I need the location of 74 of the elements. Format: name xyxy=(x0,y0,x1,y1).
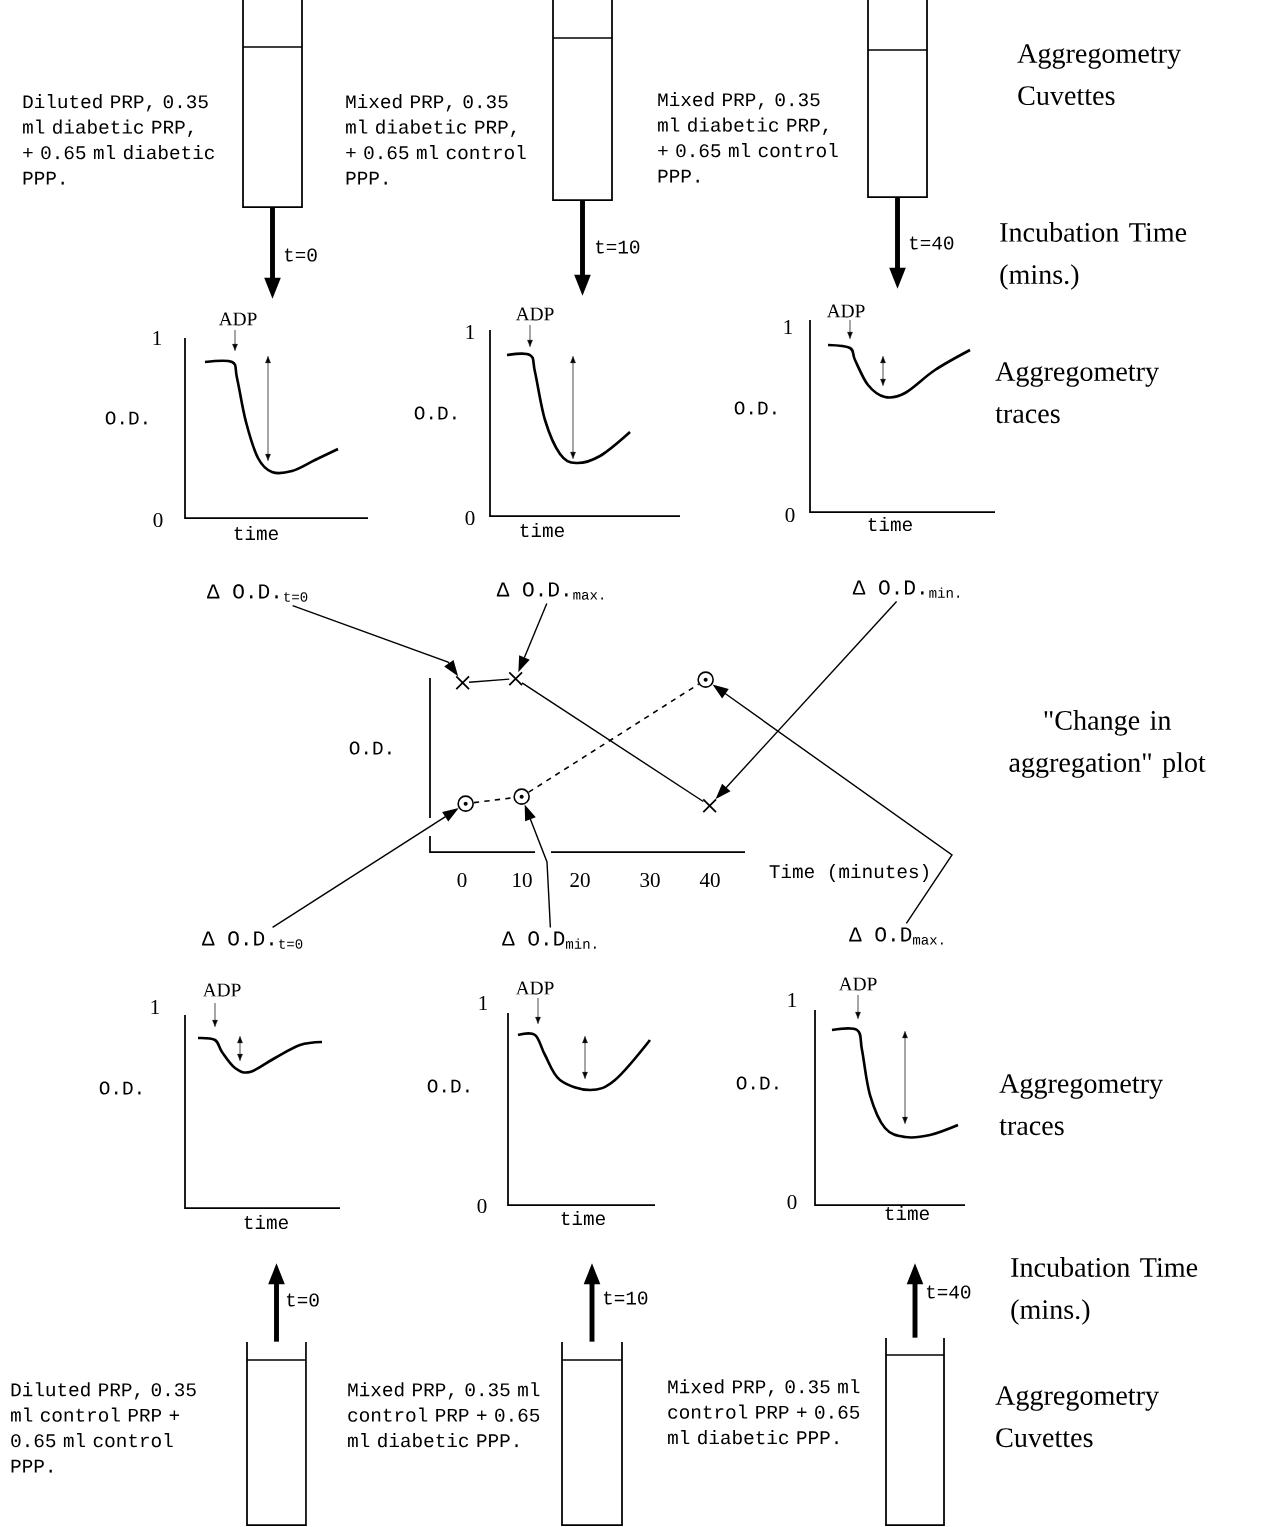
axis-label: O.D. xyxy=(105,411,147,425)
axis-label: O.D. xyxy=(427,1079,469,1093)
section-label: Incubation Time (mins.) xyxy=(1011,1257,1198,1325)
tick-label: 1 xyxy=(153,331,161,345)
cuvette-drawing xyxy=(867,0,928,198)
connecting-line xyxy=(468,678,510,683)
tick-label: 1 xyxy=(788,993,796,1007)
sample-label: Mixed PRP, 0.35 ml diabetic PRP, + 0.65 ml control PPP. xyxy=(346,94,526,185)
sample-label: Mixed PRP, 0.35 ml control PRP + 0.65 ml diabetic PPP. xyxy=(348,1382,540,1448)
tick-label: 30 xyxy=(640,872,660,888)
axis-label: time xyxy=(244,1214,288,1230)
annotation-label: Δ O.D.$_{max.}$ xyxy=(496,582,603,600)
tick-label: 20 xyxy=(570,872,590,888)
stimulus-label: ADP xyxy=(515,307,554,321)
section-label: "Change in aggregation" plot xyxy=(1009,710,1206,778)
axis-label: time xyxy=(885,1205,929,1221)
cross-marker xyxy=(508,671,523,686)
cuvette-drawing xyxy=(246,1341,307,1526)
stimulus-label: ADP xyxy=(218,312,257,326)
annotation-label: Δ O.D.$_{min.}$ xyxy=(852,580,959,598)
tick-label: 0 xyxy=(787,1194,797,1210)
edge-label: t=40 xyxy=(906,234,957,252)
tick-label: 1 xyxy=(479,996,487,1010)
axis-label: time xyxy=(234,525,278,541)
axis-label: O.D. xyxy=(734,401,776,415)
stimulus-label: ADP xyxy=(838,977,877,991)
annotation-label: Δ O.D$_{max.}$ xyxy=(849,927,943,945)
axis-label: O.D. xyxy=(99,1081,141,1095)
sample-label: Mixed PRP, 0.35 ml diabetic PRP, + 0.65 ml control PPP. xyxy=(658,92,838,183)
axis-label: time xyxy=(561,1210,605,1226)
annotation-label: Δ O.D$_{min.}$ xyxy=(502,931,596,949)
sample-label: Mixed PRP, 0.35 ml control PRP + 0.65 ml diabetic PPP. xyxy=(668,1379,860,1445)
edge-label: t=40 xyxy=(923,1283,974,1301)
tick-label: 1 xyxy=(784,320,792,334)
tick-label: 1 xyxy=(466,325,474,339)
stimulus-label: ADP xyxy=(202,983,241,997)
tick-label: 0 xyxy=(457,872,467,888)
stimulus-label: ADP xyxy=(515,981,554,995)
annotation-label: Δ O.D.$_{t=0}$ xyxy=(207,584,308,602)
tick-label: 0 xyxy=(477,1198,487,1214)
tick-label: 10 xyxy=(513,872,532,888)
sample-label: Diluted PRP, 0.35 ml diabetic PRP, + 0.65 ml diabetic PPP. xyxy=(23,94,214,185)
section-label: Aggregometry Cuvettes xyxy=(1017,44,1181,106)
circle-marker xyxy=(697,671,714,688)
axis-label: Time (minutes) xyxy=(769,864,928,882)
axis-label: O.D. xyxy=(736,1076,778,1090)
edge-label: t=0 xyxy=(281,246,320,264)
stimulus-label: ADP xyxy=(826,304,865,318)
edge-label: t=0 xyxy=(283,1291,322,1309)
axis-label: O.D. xyxy=(349,741,391,755)
tick-label: 0 xyxy=(465,510,475,526)
circle-marker xyxy=(513,788,530,805)
section-label: Aggregometry Cuvettes xyxy=(995,1386,1159,1448)
axis-label: time xyxy=(868,516,912,532)
section-label: Aggregometry traces xyxy=(995,362,1159,424)
cuvette-drawing xyxy=(561,1341,623,1526)
sample-label: Diluted PRP, 0.35 ml control PRP + 0.65 ml control PPP. xyxy=(11,1382,196,1473)
cross-marker xyxy=(455,675,470,690)
tick-label: 0 xyxy=(153,512,163,528)
cuvette-drawing xyxy=(885,1337,945,1526)
cuvette-drawing xyxy=(242,0,303,208)
cuvette-drawing xyxy=(552,0,613,201)
axis-label: O.D. xyxy=(414,406,456,420)
circle-marker xyxy=(457,795,474,812)
axis-label: time xyxy=(520,522,564,538)
edge-label: t=10 xyxy=(600,1289,651,1307)
tick-label: 40 xyxy=(699,872,720,888)
edge-label: t=10 xyxy=(592,238,643,256)
tick-label: 0 xyxy=(785,507,795,523)
tick-label: 1 xyxy=(151,1000,159,1014)
section-label: Aggregometry traces xyxy=(999,1074,1163,1136)
annotation-label: Δ O.D.$_{t=0}$ xyxy=(202,931,303,949)
section-label: Incubation Time (mins.) xyxy=(1000,222,1187,290)
cross-marker xyxy=(702,798,717,813)
